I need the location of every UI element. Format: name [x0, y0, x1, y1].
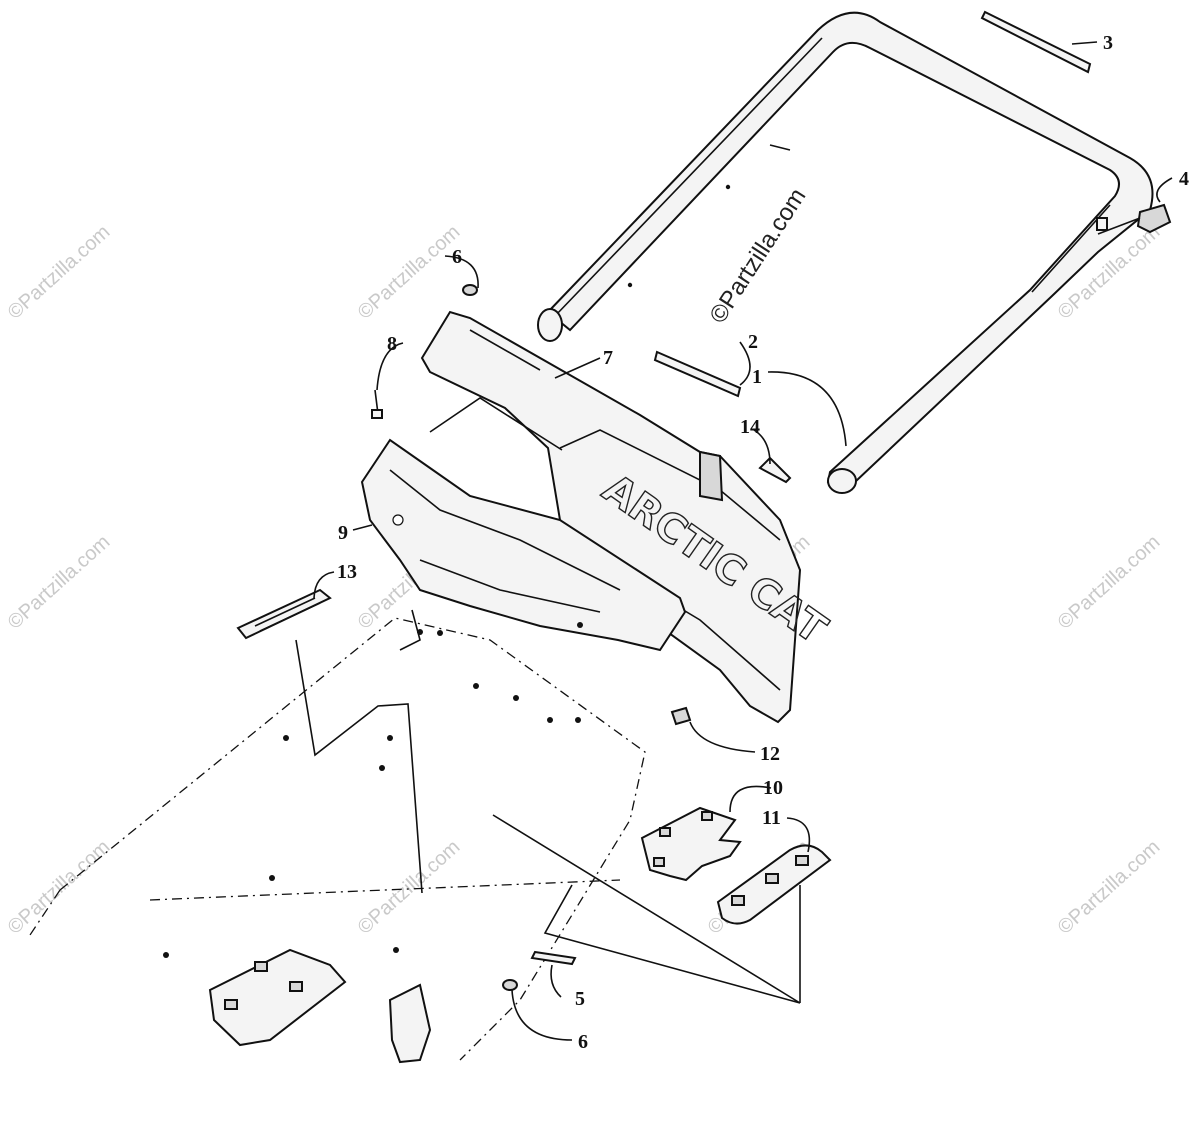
callout-6-top: 6: [452, 246, 462, 268]
callout-3: 3: [1103, 32, 1113, 54]
callout-14: 14: [740, 416, 760, 438]
part-5-rivet: [530, 950, 577, 966]
callout-numbers: 1 2 3 4 5 6 6 7 8 9 10 11 12 13 14: [337, 32, 1189, 1053]
watermark: ©Partzilla.com: [4, 531, 115, 634]
callout-8: 8: [387, 333, 397, 355]
part-3-decal: [980, 10, 1092, 74]
part-1-grab-bar: [537, 11, 1154, 494]
leader-lines: [295, 41, 1173, 1041]
part-9-tray: [360, 438, 687, 652]
callout-7: 7: [603, 347, 613, 369]
callout-9: 9: [338, 522, 348, 544]
part-2-decal: [653, 350, 742, 398]
part-11-pad: [716, 844, 832, 925]
part-8-pin: [371, 389, 383, 419]
chassis-outline: [29, 617, 646, 1061]
part-14-fastener: [758, 456, 792, 484]
watermark: ©Partzilla.com: [354, 836, 465, 939]
watermark: ©Partzilla.com: [354, 221, 465, 324]
part-13-label: [236, 588, 332, 640]
watermark: ©Partzilla.com: [4, 836, 115, 939]
callout-4: 4: [1179, 168, 1189, 190]
watermark: ©Partzilla.com: [4, 221, 115, 324]
watermark: ©Partzilla.com: [1054, 836, 1165, 939]
callout-13: 13: [337, 561, 357, 583]
callout-11: 11: [762, 807, 781, 829]
callout-1: 1: [752, 366, 762, 388]
partzilla-watermark: ©Partzilla.com: [704, 184, 811, 329]
assembled-bracket-pad: [208, 948, 347, 1047]
callout-5: 5: [575, 988, 585, 1010]
part-12-screw: [670, 706, 692, 726]
callout-10: 10: [763, 777, 783, 799]
part-4-clip: [1136, 203, 1172, 234]
part-6-nut-bottom: [502, 979, 518, 991]
part-10-bracket: [640, 806, 742, 882]
lower-bumper-section: [388, 983, 432, 1064]
watermark: ©Partzilla.com: [1054, 531, 1165, 634]
callout-2: 2: [748, 331, 758, 353]
callout-12: 12: [760, 743, 780, 765]
part-6-nut-top: [462, 284, 478, 296]
callout-6-bottom: 6: [578, 1031, 588, 1053]
